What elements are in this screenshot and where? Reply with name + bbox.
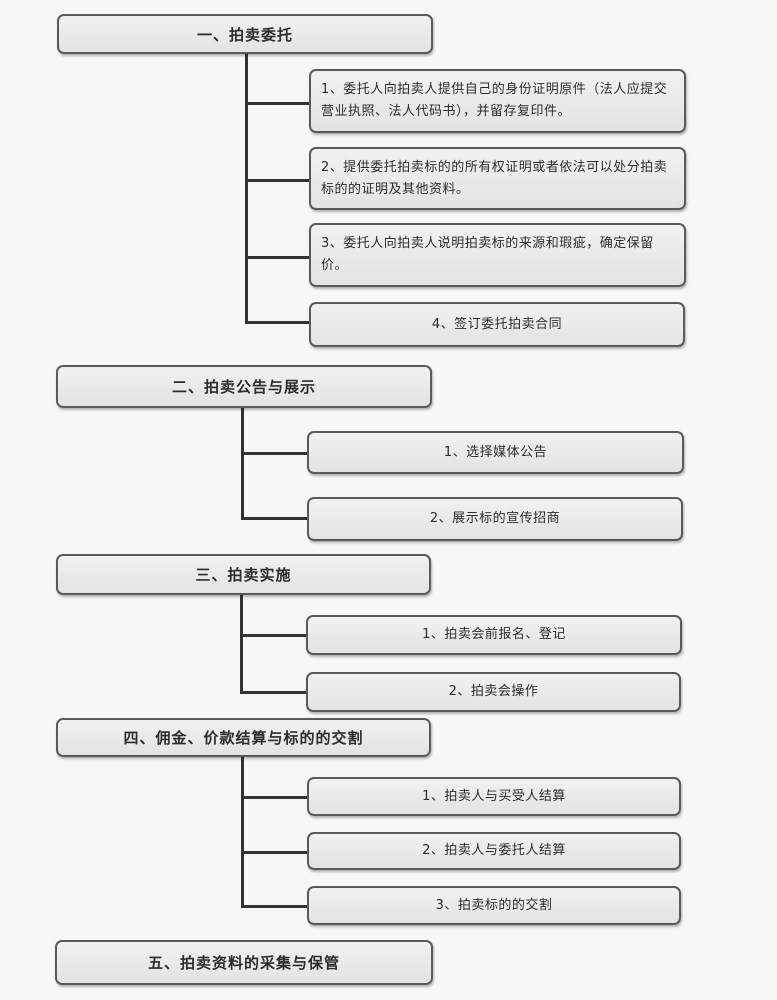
- step-text: 1、选择媒体公告: [443, 444, 548, 460]
- stage-3-box: 三、拍卖实施: [56, 554, 431, 595]
- step-text: 1、委托人向拍卖人提供自己的身份证明原件（法人应提交营业执照、法人代码书），并留…: [321, 82, 668, 119]
- connector-2-2: [241, 517, 307, 520]
- connector-stage-1: [245, 54, 248, 324]
- stage-4-box: 四、佣金、价款结算与标的的交割: [56, 718, 431, 757]
- connector-4-1: [241, 796, 307, 799]
- step-text: 2、拍卖人与委托人结算: [422, 843, 566, 858]
- stage-3-title: 三、拍卖实施: [195, 566, 292, 584]
- connector-4-2: [241, 851, 307, 854]
- step-text: 3、委托人向拍卖人说明拍卖标的来源和瑕疵，确定保留价。: [321, 236, 654, 273]
- stage-1-box: 一、拍卖委托: [57, 14, 433, 54]
- stage-4-step-1: 1、拍卖人与买受人结算: [307, 777, 681, 816]
- stage-1-step-3: 3、委托人向拍卖人说明拍卖标的来源和瑕疵，确定保留价。: [309, 223, 686, 287]
- step-text: 1、拍卖会前报名、登记: [422, 627, 566, 642]
- step-text: 2、提供委托拍卖标的的所有权证明或者依法可以处分拍卖标的的证明及其他资料。: [321, 159, 668, 197]
- connector-2-1: [241, 452, 307, 455]
- stage-3-step-2: 2、拍卖会操作: [306, 672, 681, 712]
- connector-1-4: [245, 321, 309, 324]
- connector-stage-4: [241, 756, 244, 908]
- step-text: 2、拍卖会操作: [448, 684, 539, 699]
- stage-2-step-2: 2、展示标的宣传招商: [307, 497, 683, 541]
- connector-3-1: [240, 634, 306, 637]
- connector-1-1: [245, 102, 309, 105]
- stage-4-title: 四、佣金、价款结算与标的的交割: [123, 729, 364, 747]
- step-text: 4、签订委托拍卖合同: [431, 316, 563, 332]
- connector-4-3: [241, 905, 307, 908]
- stage-5-title: 五、拍卖资料的采集与保管: [147, 954, 340, 972]
- stage-2-box: 二、拍卖公告与展示: [56, 365, 432, 408]
- stage-4-step-2: 2、拍卖人与委托人结算: [307, 832, 681, 870]
- stage-3-step-1: 1、拍卖会前报名、登记: [306, 615, 682, 655]
- stage-1-step-1: 1、委托人向拍卖人提供自己的身份证明原件（法人应提交营业执照、法人代码书），并留…: [309, 69, 686, 133]
- step-text: 2、展示标的宣传招商: [429, 511, 561, 526]
- stage-1-title: 一、拍卖委托: [196, 25, 293, 44]
- stage-2-step-1: 1、选择媒体公告: [307, 431, 684, 474]
- stage-1-step-4: 4、签订委托拍卖合同: [309, 302, 685, 347]
- stage-4-step-3: 3、拍卖标的的交割: [307, 886, 681, 925]
- stage-5-box: 五、拍卖资料的采集与保管: [55, 940, 433, 985]
- connector-1-3: [245, 256, 309, 259]
- connector-1-2: [245, 179, 309, 182]
- stage-1-step-2: 2、提供委托拍卖标的的所有权证明或者依法可以处分拍卖标的的证明及其他资料。: [309, 147, 686, 210]
- stage-2-title: 二、拍卖公告与展示: [171, 378, 316, 396]
- connector-stage-2: [241, 408, 244, 520]
- connector-stage-3: [240, 595, 243, 694]
- connector-3-2: [240, 691, 306, 694]
- step-text: 3、拍卖标的的交割: [435, 897, 553, 913]
- step-text: 1、拍卖人与买受人结算: [422, 788, 566, 804]
